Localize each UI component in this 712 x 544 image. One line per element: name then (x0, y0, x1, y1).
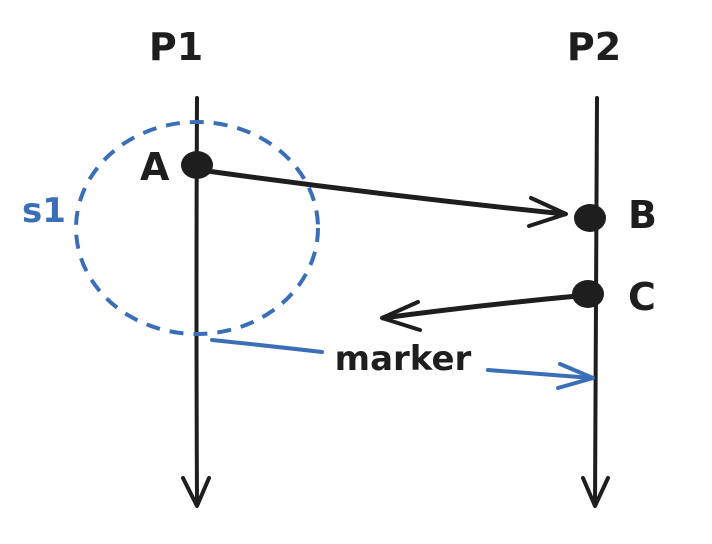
marker-message (210, 338, 595, 390)
process-label-p2: P2 (567, 25, 621, 69)
event-label-a: A (140, 145, 170, 189)
snapshot-label: s1 (22, 191, 66, 231)
event-label-b: B (628, 193, 657, 237)
marker-label: marker (335, 339, 472, 379)
message-a-to-b (197, 167, 568, 228)
event-dot-a (181, 151, 213, 179)
event-dot-c (572, 280, 604, 308)
event-label-c: C (628, 275, 656, 319)
snapshot-circle (74, 120, 320, 336)
event-dot-b (574, 204, 606, 232)
process-label-p1: P1 (149, 25, 203, 69)
message-c-outgoing (380, 292, 591, 332)
